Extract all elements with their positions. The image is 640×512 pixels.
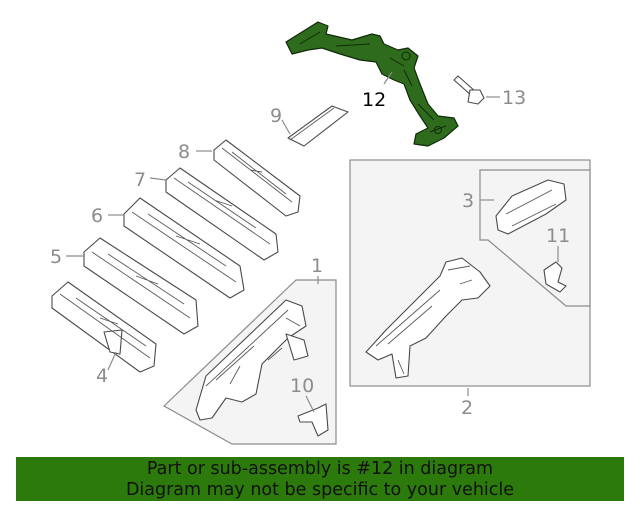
part-13-bolt[interactable] (453, 75, 485, 105)
part-2-assembly[interactable] (365, 257, 491, 379)
banner-line-2: Diagram may not be specific to your vehi… (125, 480, 515, 500)
leader-10 (305, 395, 315, 413)
part-6-rail[interactable] (123, 197, 245, 299)
part-9-bar[interactable] (287, 105, 349, 147)
part-11-bracket[interactable] (543, 261, 567, 293)
leader-12 (383, 71, 393, 85)
callout-11[interactable]: 11 (546, 225, 570, 247)
part-5-rail[interactable] (83, 237, 199, 335)
callout-1[interactable]: 1 (311, 255, 323, 277)
callout-4[interactable]: 4 (96, 365, 108, 387)
callout-10[interactable]: 10 (290, 375, 314, 397)
part-4-rail[interactable] (51, 281, 157, 373)
part-7-rail[interactable] (165, 167, 279, 261)
callout-12[interactable]: 12 (362, 89, 386, 111)
part-3-member[interactable] (495, 179, 567, 235)
leader-7 (149, 177, 167, 181)
callout-6[interactable]: 6 (91, 205, 103, 227)
leader-9 (281, 119, 291, 135)
callout-5[interactable]: 5 (50, 246, 62, 268)
part-info-banner: Part or sub-assembly is #12 in diagram D… (16, 457, 624, 501)
part-1-assembly[interactable] (195, 299, 309, 421)
part-10-bracket[interactable] (297, 403, 329, 437)
callout-2[interactable]: 2 (461, 397, 473, 419)
callout-3[interactable]: 3 (462, 190, 474, 212)
leader-4 (107, 351, 117, 371)
callout-8[interactable]: 8 (178, 141, 190, 163)
callout-13[interactable]: 13 (502, 87, 526, 109)
callout-9[interactable]: 9 (270, 105, 282, 127)
part-12-crossmember[interactable] (285, 21, 459, 147)
callout-7[interactable]: 7 (134, 169, 146, 191)
part-8-rail[interactable] (213, 139, 301, 217)
banner-line-1: Part or sub-assembly is #12 in diagram (146, 459, 494, 479)
